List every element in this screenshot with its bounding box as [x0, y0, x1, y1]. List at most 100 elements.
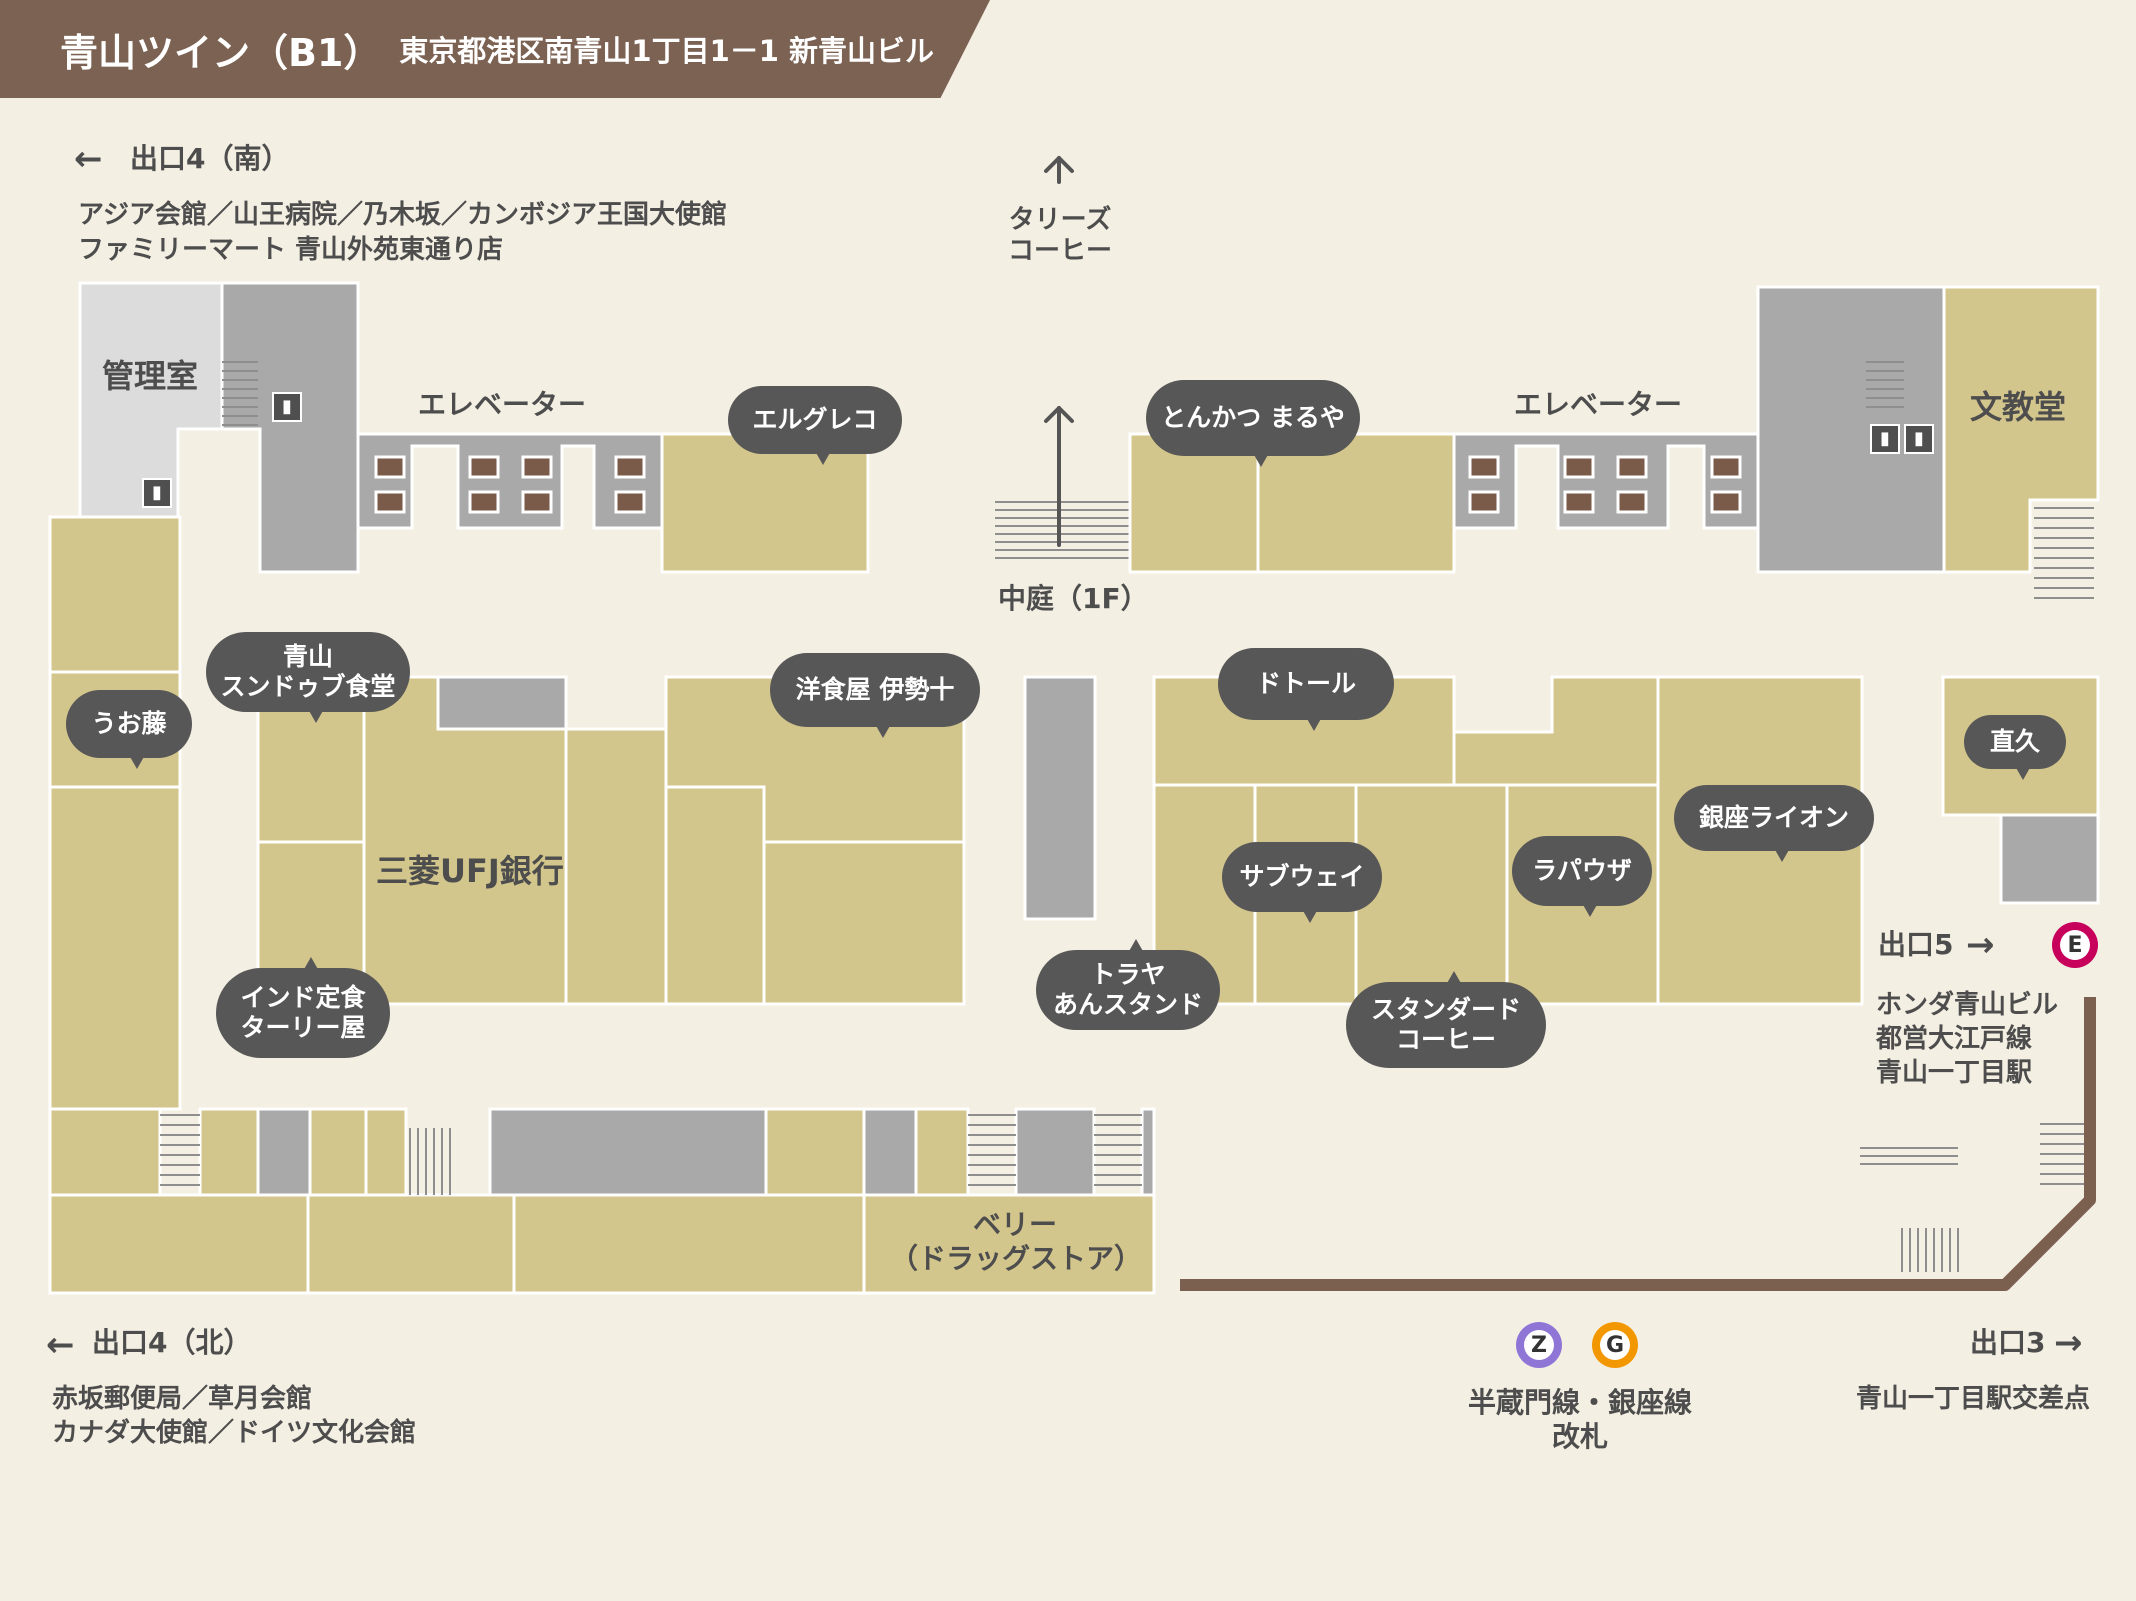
exit3-label: 出口3 [1970, 1326, 2046, 1359]
service-room [1014, 1107, 1096, 1197]
service-room [1140, 1107, 1156, 1197]
store-berry [862, 1193, 1156, 1295]
berry-line: ベリー [972, 1208, 1057, 1241]
stairs [1860, 1147, 1958, 1165]
shop-name: トラヤ [1090, 960, 1166, 989]
shop-name: ドトール [1255, 669, 1356, 698]
elevator-label-right: エレベーター [1514, 388, 1683, 421]
exit4-south-destinations: アジア会館／山王病院／乃木坂／カンボジア王国大使館 [78, 200, 727, 230]
tullys-label: タリーズ コーヒー [1000, 205, 1120, 267]
shop-name: 銀座ライオン [1698, 803, 1849, 832]
service-room [488, 1107, 768, 1197]
shop-name: ラパウザ [1532, 856, 1632, 885]
arrow-up-icon [1044, 156, 1074, 184]
shop-name: 青山 [282, 642, 333, 671]
shop-bubble-naokyu[interactable]: 直久 [1964, 715, 2066, 780]
shop-bubble-toraya[interactable]: トラヤ あんスタンド [1036, 939, 1220, 1030]
service-core-left [220, 281, 360, 574]
shop-bubble-subway[interactable]: サブウェイ [1222, 842, 1382, 923]
store-elgreco [660, 432, 870, 574]
store-block [564, 727, 668, 1006]
restroom-icon: ▮ [1904, 424, 1934, 454]
store-block [914, 1107, 970, 1197]
stairs [1866, 361, 1904, 408]
exit4-north-destinations: カナダ大使館／ドイツ文化会館 [52, 1418, 417, 1448]
stairs [409, 1128, 451, 1195]
courtyard-label: 中庭（1F） [998, 582, 1149, 615]
elevator-door [1563, 490, 1595, 514]
shop-bubble-rapausa[interactable]: ラパウザ [1512, 836, 1652, 917]
shop-name: エルグレコ [752, 405, 878, 434]
store-block [364, 1107, 408, 1197]
store-block [48, 785, 182, 1111]
shop-bubble-indo-tali[interactable]: インド定食 ターリー屋 [216, 957, 390, 1058]
shop-name: インド定食 [240, 983, 366, 1012]
exit5-label: 出口5 [1878, 928, 1954, 961]
stairs [160, 1114, 200, 1186]
shop-name: あんスタンド [1052, 990, 1203, 1019]
elevator-door [1710, 490, 1742, 514]
shop-bubble-standard-coffee[interactable]: スタンダード コーヒー [1346, 971, 1546, 1068]
exit5-destination: ホンダ青山ビル [1876, 990, 2059, 1020]
shop-name: スンドゥブ食堂 [220, 672, 396, 701]
exit5-destination: 都営大江戸線 [1876, 1024, 2033, 1054]
store-block [664, 785, 766, 1006]
service-room [862, 1107, 918, 1197]
store-block [48, 515, 182, 674]
route-line [1180, 997, 2096, 1291]
elevator-door [614, 455, 646, 479]
elevator-door [521, 455, 553, 479]
arrow-left-icon: ← [74, 139, 103, 179]
shop-bubble-doutor[interactable]: ドトール [1218, 648, 1394, 731]
store-block [306, 1193, 516, 1295]
ginza-line-letter: G [1600, 1330, 1630, 1360]
elevator-door [521, 490, 553, 514]
title-bar: 青山ツイン（B1） 東京都港区南青山1丁目1－1 新青山ビル [0, 0, 990, 98]
shop-bubble-tonkatsu-maruya[interactable]: とんかつ まるや [1146, 380, 1360, 467]
shop-bubble-elgreco[interactable]: エルグレコ [728, 386, 902, 465]
store-bunkyodo [1942, 285, 2100, 574]
arrow-left-icon: ← [46, 1325, 75, 1365]
service-room [436, 675, 568, 731]
shop-bubble-ginza-lion[interactable]: 銀座ライオン [1674, 785, 1874, 862]
store-block [1452, 675, 1660, 787]
management-office-label: 管理室 [102, 357, 199, 395]
elevator-door [468, 490, 500, 514]
shop-bubble-uofuji[interactable]: うお藤 [66, 690, 192, 769]
exit4-north-label: 出口4（北） [92, 1326, 252, 1359]
store-block [764, 1107, 866, 1197]
elevator-door [374, 455, 406, 479]
shop-bubble-yoshokuya-iseju[interactable]: 洋食屋 伊勢十 [770, 653, 980, 738]
restroom-icon: ▮ [272, 392, 302, 422]
shop-name: とんかつ まるや [1161, 403, 1345, 432]
shop-bubble-sundubu[interactable]: 青山 スンドゥブ食堂 [206, 632, 410, 723]
tullys-line: タリーズ [1008, 205, 1112, 235]
store-block [48, 1193, 310, 1295]
mufg-label: 三菱UFJ銀行 [376, 852, 564, 890]
stairs [2040, 1123, 2086, 1185]
exit5-destination: 青山一丁目駅 [1876, 1058, 2033, 1088]
exit4-south-destinations: ファミリーマート 青山外苑東通り店 [78, 235, 504, 265]
stairs [2034, 507, 2094, 599]
courtyard-stairs [995, 501, 1130, 559]
arrow-right-icon: → [1966, 925, 1995, 965]
elevator-door [614, 490, 646, 514]
shop-name: コーヒー [1395, 1025, 1496, 1054]
ginza-line-badge: G [1592, 1322, 1638, 1368]
stairs [1094, 1114, 1142, 1186]
oedo-line-badge: E [2052, 922, 2098, 968]
shop-name: 直久 [1989, 727, 2040, 756]
elevator-door [1468, 490, 1500, 514]
exit4-north-destinations: 赤坂郵便局／草月会館 [52, 1384, 313, 1414]
shop-name: スタンダード [1370, 995, 1521, 1024]
store-block [1256, 432, 1456, 574]
store-block [198, 1107, 260, 1197]
restroom-icon: ▮ [142, 478, 172, 508]
service-room [1999, 813, 2100, 905]
store-starbucks [1354, 783, 1509, 1006]
arrow-right-icon: → [2054, 1323, 2083, 1363]
exit4-south-label: 出口4（南） [130, 142, 290, 175]
center-pillar [1023, 675, 1097, 921]
elevator-door [1468, 455, 1500, 479]
